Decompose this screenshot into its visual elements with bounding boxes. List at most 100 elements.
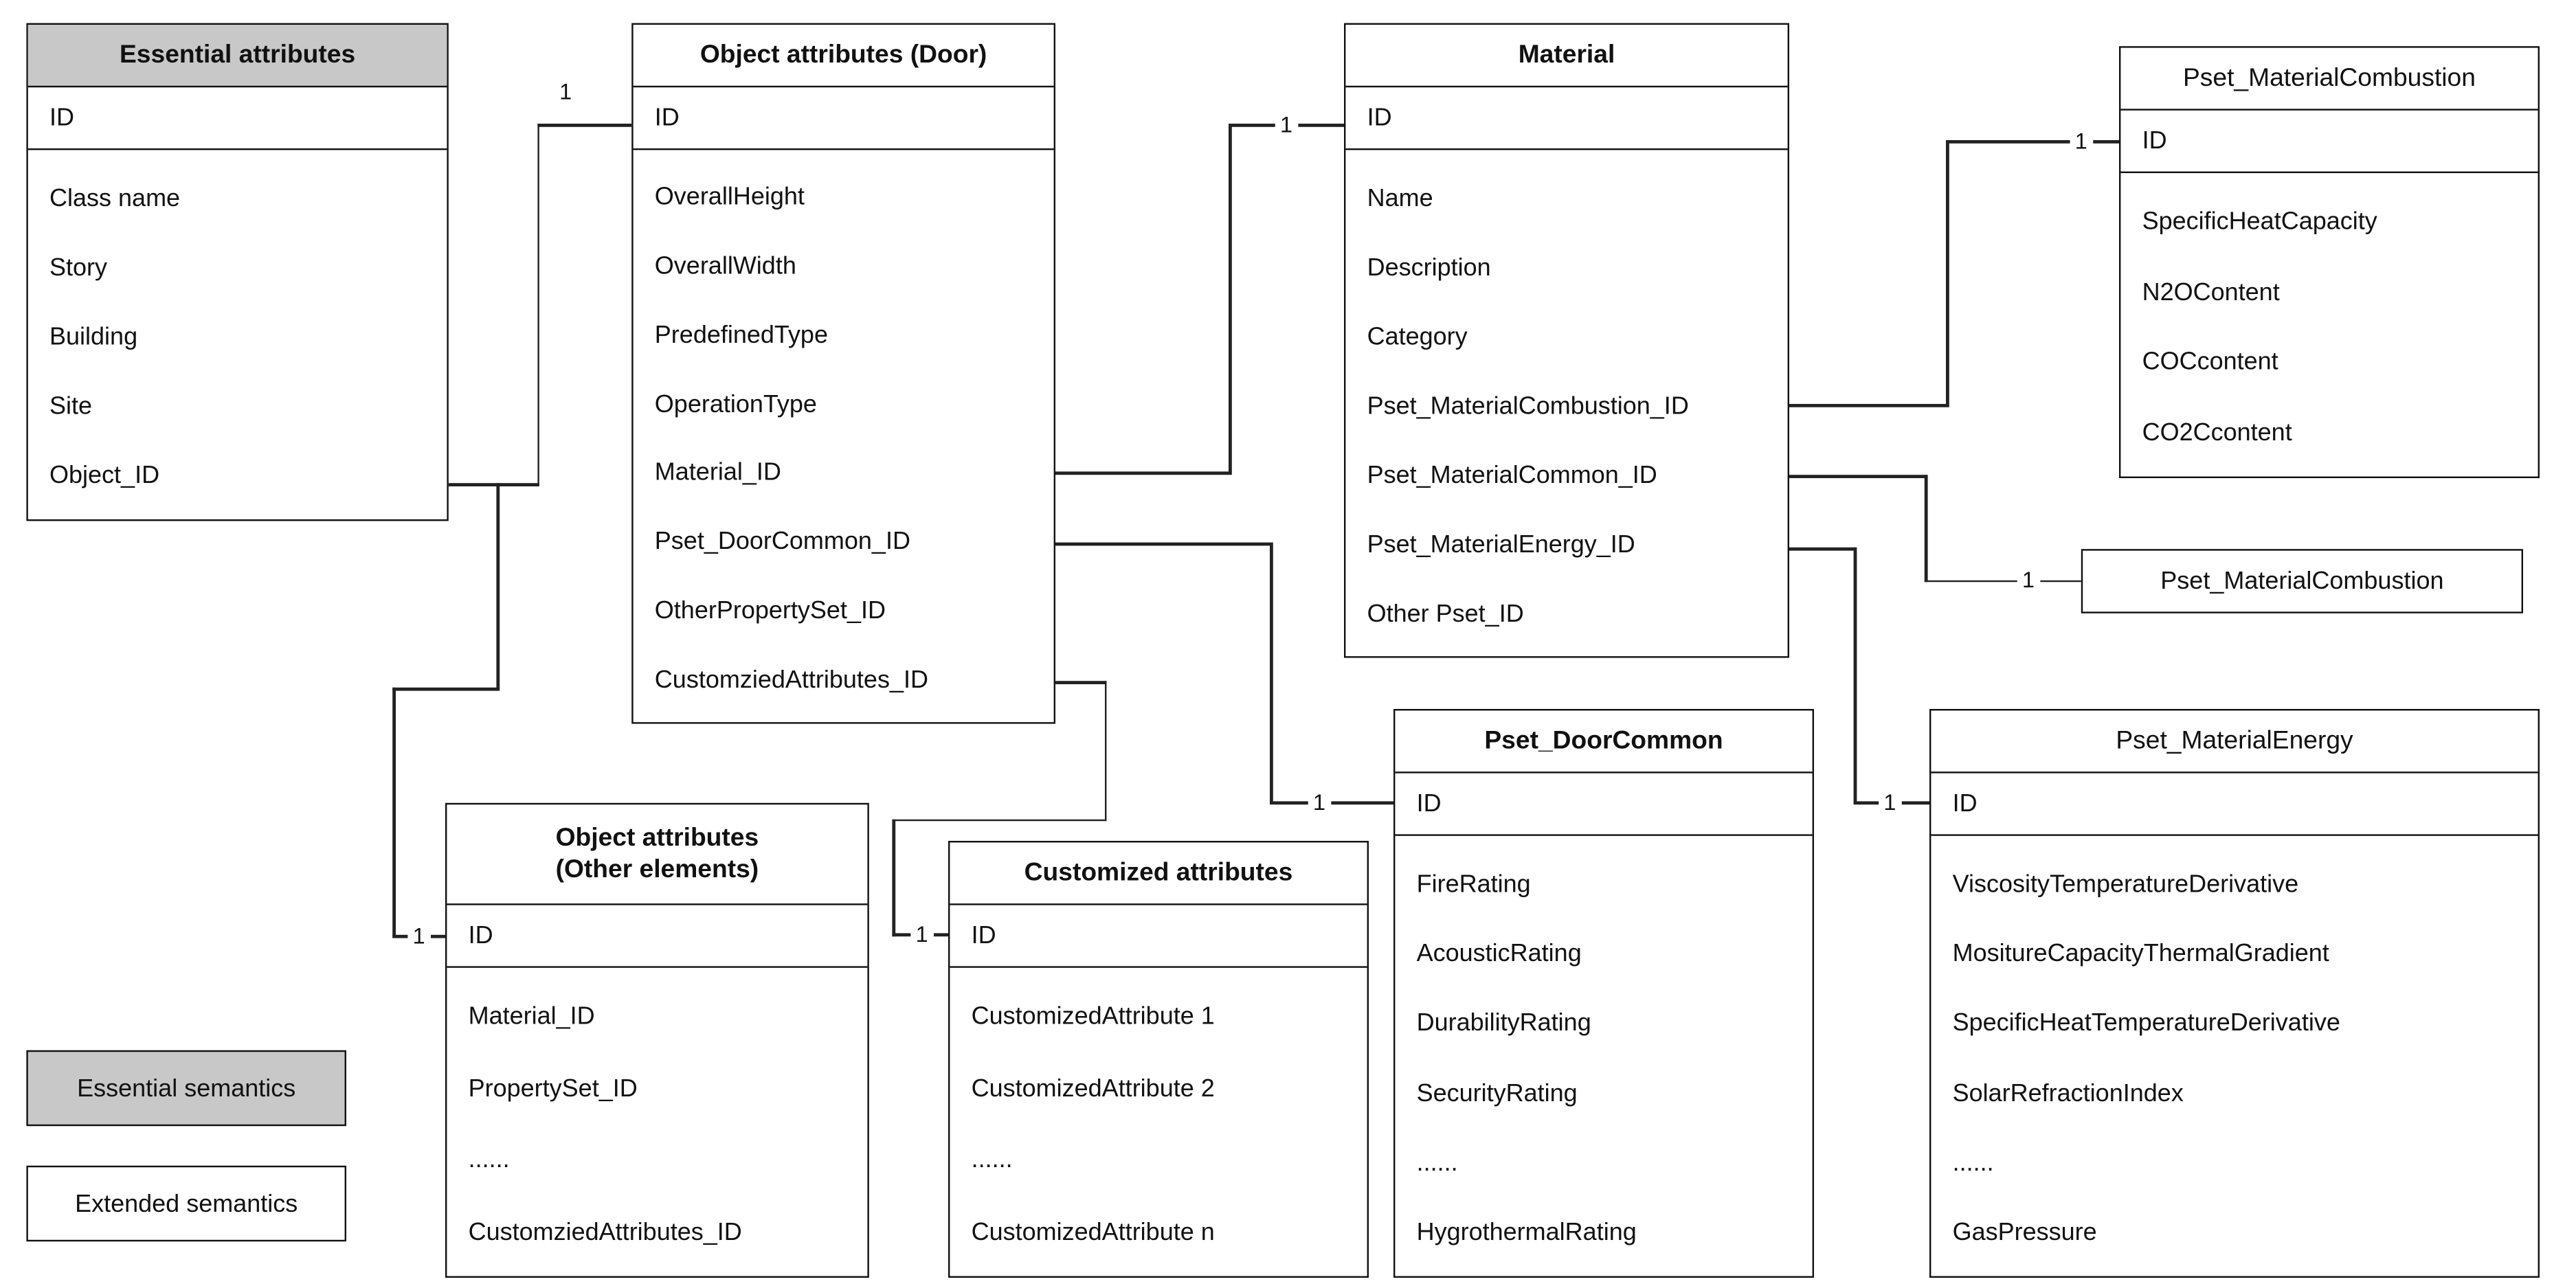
entity-title-text: Object attributes (Door) <box>699 41 987 69</box>
entity-title-line2: (Other elements) <box>555 855 759 884</box>
connector-segment <box>1055 471 1229 474</box>
multiplicity-label: 1 <box>1275 112 1298 139</box>
entity-title: Pset_MaterialEnergy <box>1931 710 2538 774</box>
connector-segment <box>1924 579 2081 583</box>
attribute-row: CustomizedAttribute 1 <box>971 1002 1215 1031</box>
multiplicity-label: 1 <box>1879 790 1901 816</box>
entity-title: Customized attributes <box>950 842 1367 905</box>
id-field: ID <box>633 87 1054 150</box>
attribute-list: Name Description Category Pset_MaterialC… <box>1345 150 1787 656</box>
attribute-row: ...... <box>1952 1149 1994 1177</box>
attribute-row: COCcontent <box>2142 348 2278 377</box>
attribute-row: FireRating <box>1416 870 1531 899</box>
entity-title: Object attributes (Door) <box>633 25 1054 88</box>
attribute-list: ViscosityTemperatureDerivative MositureC… <box>1931 836 2538 1276</box>
attribute-row: ViscosityTemperatureDerivative <box>1952 870 2299 899</box>
attribute-row: Description <box>1367 253 1491 282</box>
connector-segment <box>448 483 539 486</box>
attribute-row: Pset_MaterialCombustion_ID <box>1367 392 1689 420</box>
attribute-list: Class name Story Building Site Object_ID <box>28 150 447 519</box>
attribute-row: Building <box>49 323 138 352</box>
connector-segment <box>1055 542 1270 545</box>
entity-customized-attributes: Customized attributes ID CustomizedAttri… <box>948 841 1369 1278</box>
attribute-row: Class name <box>49 183 181 212</box>
legend-essential-semantics: Essential semantics <box>26 1050 347 1127</box>
multiplicity-label: 1 <box>407 923 430 949</box>
id-field: ID <box>447 905 868 968</box>
attribute-row: N2OContent <box>2142 278 2280 306</box>
entity-pset-material-combustion-ref: Pset_MaterialCombustion <box>2081 549 2524 613</box>
connector-segment <box>1229 124 1231 474</box>
attribute-row: CustomizedAttribute n <box>971 1218 1215 1246</box>
attribute-row: HygrothermalRating <box>1416 1219 1637 1248</box>
entity-title-text: Pset_MaterialEnergy <box>2116 727 2353 756</box>
attribute-row: Material_ID <box>654 459 781 487</box>
attribute-row: PredefinedType <box>654 321 828 350</box>
attribute-row: OverallHeight <box>654 183 805 212</box>
attribute-row: Object_ID <box>49 462 160 490</box>
entity-title-text: Pset_DoorCommon <box>1484 727 1723 756</box>
id-field: ID <box>1395 774 1813 836</box>
attribute-row: CustomziedAttributes_ID <box>468 1218 742 1246</box>
attribute-row: CustomziedAttributes_ID <box>654 665 928 694</box>
id-field: ID <box>2120 111 2538 174</box>
attribute-row: OperationType <box>654 390 817 418</box>
entity-title: Object attributes (Other elements) <box>447 804 868 905</box>
entity-essential-attributes: Essential attributes ID Class name Story… <box>26 23 449 521</box>
entity-title-text: Essential attributes <box>120 41 356 69</box>
attribute-row: Category <box>1367 322 1468 351</box>
entity-object-attributes-door: Object attributes (Door) ID OverallHeigh… <box>631 23 1055 724</box>
attribute-row: ...... <box>971 1146 1013 1175</box>
id-field: ID <box>1345 87 1788 150</box>
attribute-row: Pset_MaterialCommon_ID <box>1367 460 1657 489</box>
connector-segment <box>1789 404 1946 407</box>
attribute-row: Material_ID <box>468 1002 595 1031</box>
id-field: ID <box>1931 774 2538 836</box>
attribute-row: CO2Ccontent <box>2142 418 2292 447</box>
entity-pset-material-energy: Pset_MaterialEnergy ID ViscosityTemperat… <box>1929 709 2540 1278</box>
legend-extended-semantics: Extended semantics <box>26 1165 347 1242</box>
connector-segment <box>1789 547 1855 550</box>
connector-segment <box>496 483 499 690</box>
connector-segment <box>392 687 395 937</box>
entity-pset-material-combustion: Pset_MaterialCombustion ID SpecificHeatC… <box>2119 46 2540 478</box>
attribute-row: AcousticRating <box>1416 939 1582 968</box>
attribute-list: FireRating AcousticRating DurabilityRati… <box>1395 836 1812 1276</box>
multiplicity-label: 1 <box>1308 790 1331 816</box>
attribute-row: ...... <box>468 1146 510 1175</box>
attribute-row: ...... <box>1416 1149 1458 1177</box>
attribute-row: Site <box>49 392 93 421</box>
entity-title: Essential attributes <box>27 25 447 88</box>
entity-object-attributes-other-elements: Object attributes (Other elements) ID Ma… <box>445 802 869 1278</box>
connector-segment <box>1104 681 1107 822</box>
attribute-row: SpecificHeatCapacity <box>2142 207 2377 236</box>
entity-title: Pset_DoorCommon <box>1395 710 1813 774</box>
attribute-row: CustomizedAttribute 2 <box>971 1074 1215 1103</box>
connector-segment <box>1853 547 1857 803</box>
attribute-row: Pset_MaterialEnergy_ID <box>1367 530 1635 559</box>
connector-segment <box>537 124 539 486</box>
attribute-row: PropertySet_ID <box>468 1074 638 1103</box>
connector-segment <box>1055 681 1107 684</box>
connector-segment <box>1789 475 1927 477</box>
multiplicity-label: 1 <box>559 79 572 104</box>
attribute-list: OverallHeight OverallWidth PredefinedTyp… <box>634 150 1054 722</box>
connector-segment <box>892 818 895 936</box>
connector-segment <box>1946 140 2120 143</box>
entity-title-text: Material <box>1518 41 1615 69</box>
entity-material: Material ID Name Description Category Ps… <box>1344 23 1789 658</box>
attribute-row: SolarRefractionIndex <box>1952 1079 2184 1107</box>
entity-pset-door-common: Pset_DoorCommon ID FireRating AcousticRa… <box>1393 709 1814 1278</box>
connector-segment <box>1924 475 1927 583</box>
multiplicity-label: 1 <box>2017 567 2040 594</box>
attribute-list: SpecificHeatCapacity N2OContent COCconte… <box>2120 173 2538 477</box>
id-field: ID <box>27 87 447 150</box>
connector-segment <box>392 687 499 690</box>
attribute-row: GasPressure <box>1952 1219 2097 1248</box>
attribute-row: DurabilityRating <box>1416 1009 1591 1038</box>
connector-segment <box>1270 801 1394 804</box>
attribute-row: OtherPropertySet_ID <box>654 596 886 625</box>
entity-title-text: Pset_MaterialCombustion <box>2183 64 2476 93</box>
entity-title-text: Pset_MaterialCombustion <box>2160 567 2444 596</box>
